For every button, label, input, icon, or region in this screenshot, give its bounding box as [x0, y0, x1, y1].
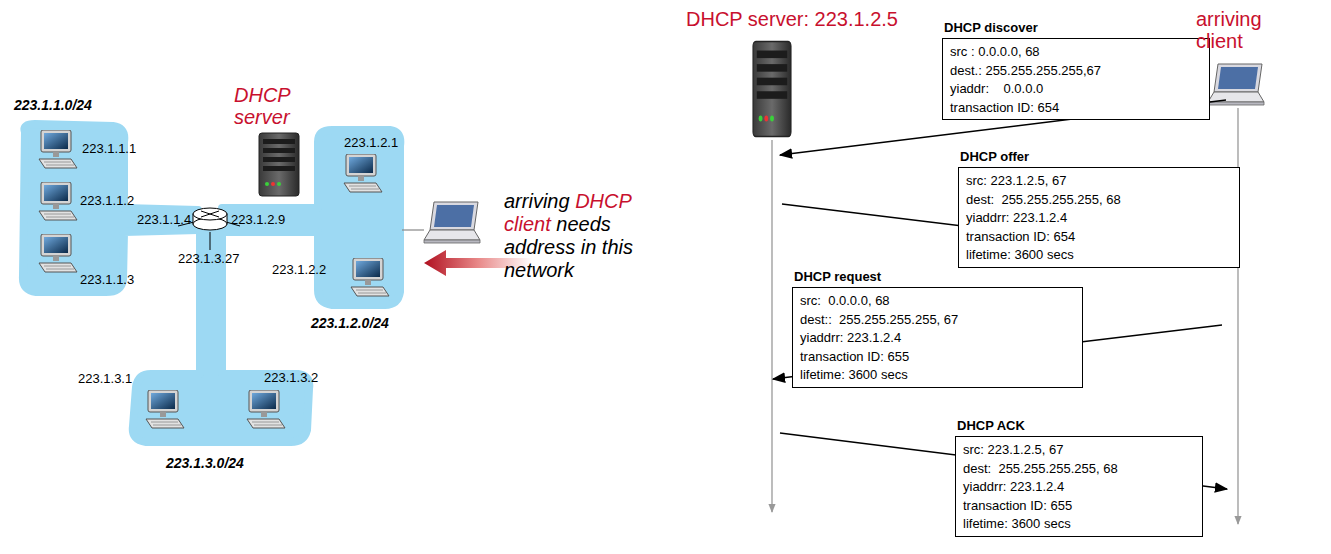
router-symbol: [193, 208, 227, 230]
message-box: DHCP discoversrc : 0.0.0.0, 68dest.: 255…: [942, 18, 1210, 120]
message-field: yiaddrr: 223.1.2.4: [963, 478, 1064, 496]
message-box: DHCP ACKsrc: 223.1.2.5, 67dest: 255.255.…: [955, 416, 1203, 537]
address-label: 223.1.3.1: [78, 371, 132, 386]
link-line: [402, 229, 424, 230]
address-label: 223.1.1.2: [80, 193, 134, 208]
computer-icon: [146, 390, 184, 428]
computer-icon: [247, 390, 285, 428]
laptop-icon: [424, 202, 480, 243]
message-field: lifetime: 3600 secs: [963, 515, 1071, 533]
message-title: DHCP ACK: [955, 416, 1203, 436]
computer-icon: [39, 234, 77, 272]
address-label: 223.1.1.4: [137, 212, 191, 227]
message-field: transaction ID: 655: [963, 497, 1072, 515]
message-field: src: 223.1.2.5, 67: [966, 172, 1066, 190]
server-icon: [753, 42, 791, 137]
address-label: 223.1.1.3: [80, 272, 134, 287]
message-field: lifetime: 3600 secs: [966, 246, 1074, 264]
message-box: DHCP requestsrc: 0.0.0.0, 68dest:: 255.2…: [792, 267, 1083, 388]
message-field: dest:: 255.255.255.255, 67: [800, 311, 958, 329]
message-field: transaction ID: 654: [966, 228, 1075, 246]
subnet-label: 223.1.3.0/24: [166, 455, 244, 471]
message-field: yiaddr: 0.0.0.0: [950, 80, 1043, 98]
address-label: 223.1.2.9: [231, 212, 285, 227]
server-label: DHCP server: [234, 84, 306, 128]
subnet-blob: [222, 130, 400, 305]
message-field: transaction ID: 654: [950, 99, 1059, 117]
message-field: dest: 255.255.255.255, 68: [966, 191, 1121, 209]
address-label: 223.1.2.1: [344, 135, 398, 150]
message-field: yiaddrr: 223.1.2.4: [800, 329, 901, 347]
message-field: dest.: 255.255.255.255,67: [950, 62, 1101, 80]
address-label: 223.1.3.2: [264, 370, 318, 385]
message-field: lifetime: 3600 secs: [800, 366, 908, 384]
note-text: arriving: [504, 190, 570, 212]
server-title: DHCP server: 223.1.2.5: [686, 8, 898, 31]
message-box: DHCP offersrc: 223.1.2.5, 67dest: 255.25…: [958, 147, 1240, 268]
laptop-icon: [1208, 64, 1264, 105]
message-field: transaction ID: 655: [800, 348, 909, 366]
computer-icon: [39, 130, 77, 168]
message-field: src : 0.0.0.0, 68: [950, 43, 1040, 61]
message-title: DHCP discover: [942, 18, 1210, 38]
address-label: 223.1.1.1: [82, 141, 136, 156]
message-title: DHCP offer: [958, 147, 1240, 167]
interface-tick: [210, 232, 211, 250]
subnet-blob: [23, 124, 198, 292]
message-fields: src: 223.1.2.5, 67dest: 255.255.255.255,…: [955, 436, 1203, 537]
message-field: src: 0.0.0.0, 68: [800, 292, 890, 310]
message-fields: src : 0.0.0.0, 68dest.: 255.255.255.255,…: [942, 38, 1210, 120]
message-fields: src: 223.1.2.5, 67dest: 255.255.255.255,…: [958, 167, 1240, 268]
subnet-label: 223.1.1.0/24: [14, 97, 92, 113]
computer-icon: [351, 258, 389, 296]
address-label: 223.1.3.27: [178, 251, 239, 266]
address-label: 223.1.2.2: [272, 262, 326, 277]
message-fields: src: 0.0.0.0, 68dest:: 255.255.255.255, …: [792, 287, 1083, 388]
message-title: DHCP request: [792, 267, 1083, 287]
computer-icon: [39, 182, 77, 220]
client-title: arriving client: [1196, 8, 1280, 52]
server-lifeline: [771, 140, 772, 512]
message-field: dest: 255.255.255.255, 68: [963, 460, 1118, 478]
arrival-note: arriving DHCP client needs address in th…: [504, 190, 672, 282]
subnet-label: 223.1.2.0/24: [311, 315, 389, 331]
server-icon: [259, 133, 299, 196]
computer-icon: [344, 154, 382, 192]
message-field: src: 223.1.2.5, 67: [963, 441, 1063, 459]
message-field: yiaddrr: 223.1.2.4: [966, 209, 1067, 227]
